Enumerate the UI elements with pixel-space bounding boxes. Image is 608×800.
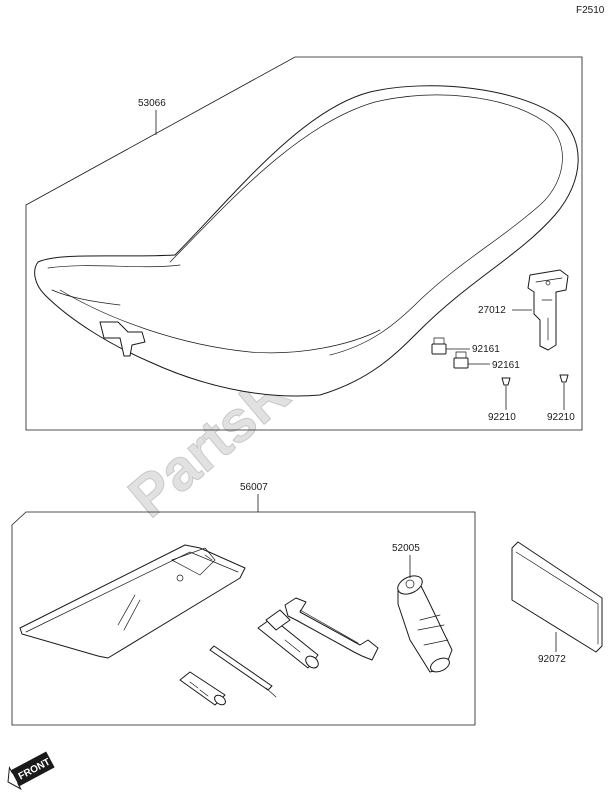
manual-icon[interactable] bbox=[511, 541, 603, 653]
screw-left-icon[interactable] bbox=[501, 377, 511, 386]
callout-screw-right-label[interactable]: 92210 bbox=[547, 412, 575, 423]
seat-top-panel bbox=[169, 94, 563, 356]
callout-seat-label[interactable]: 53066 bbox=[138, 98, 166, 109]
bracket-icon[interactable] bbox=[527, 269, 569, 351]
callout-socket-wrench-label[interactable]: 52005 bbox=[392, 543, 420, 554]
figure-code: F2510 bbox=[576, 5, 605, 16]
seat-front-strap bbox=[51, 289, 121, 306]
front-direction-badge: FRONT bbox=[7, 751, 55, 791]
seat-group-frame bbox=[25, 56, 583, 431]
callout-tool-kit-label[interactable]: 56007 bbox=[240, 482, 268, 493]
callout-clip-upper-label[interactable]: 92161 bbox=[472, 344, 500, 355]
callout-bracket-label[interactable]: 27012 bbox=[478, 305, 506, 316]
seat-base bbox=[34, 85, 579, 397]
seat-piping bbox=[59, 289, 381, 354]
screwdriver-icon[interactable] bbox=[209, 645, 277, 698]
open-end-wrench-icon[interactable] bbox=[284, 597, 379, 661]
callout-screw-left-label[interactable]: 92210 bbox=[488, 412, 516, 423]
seat-icon[interactable] bbox=[34, 85, 579, 397]
tool-kit-frame bbox=[11, 511, 476, 726]
callout-clip-lower-label[interactable]: 92161 bbox=[492, 360, 520, 371]
seat-rider-surface bbox=[47, 264, 181, 269]
socket-handle-icon[interactable] bbox=[179, 671, 227, 707]
seat-front-hook bbox=[99, 321, 146, 357]
socket-wrench-icon[interactable] bbox=[395, 572, 453, 674]
screw-right-icon[interactable] bbox=[559, 374, 569, 383]
tool-kit-group: 56007 bbox=[11, 482, 476, 726]
seat-group: 53066 27012 92161 bbox=[25, 56, 583, 431]
clip-lower-icon[interactable] bbox=[453, 351, 469, 369]
spark-plug-wrench-icon[interactable] bbox=[257, 609, 321, 670]
clip-upper-icon[interactable] bbox=[431, 337, 447, 355]
tool-bag-icon[interactable] bbox=[19, 544, 246, 659]
callout-manual-label[interactable]: 92072 bbox=[538, 654, 566, 665]
